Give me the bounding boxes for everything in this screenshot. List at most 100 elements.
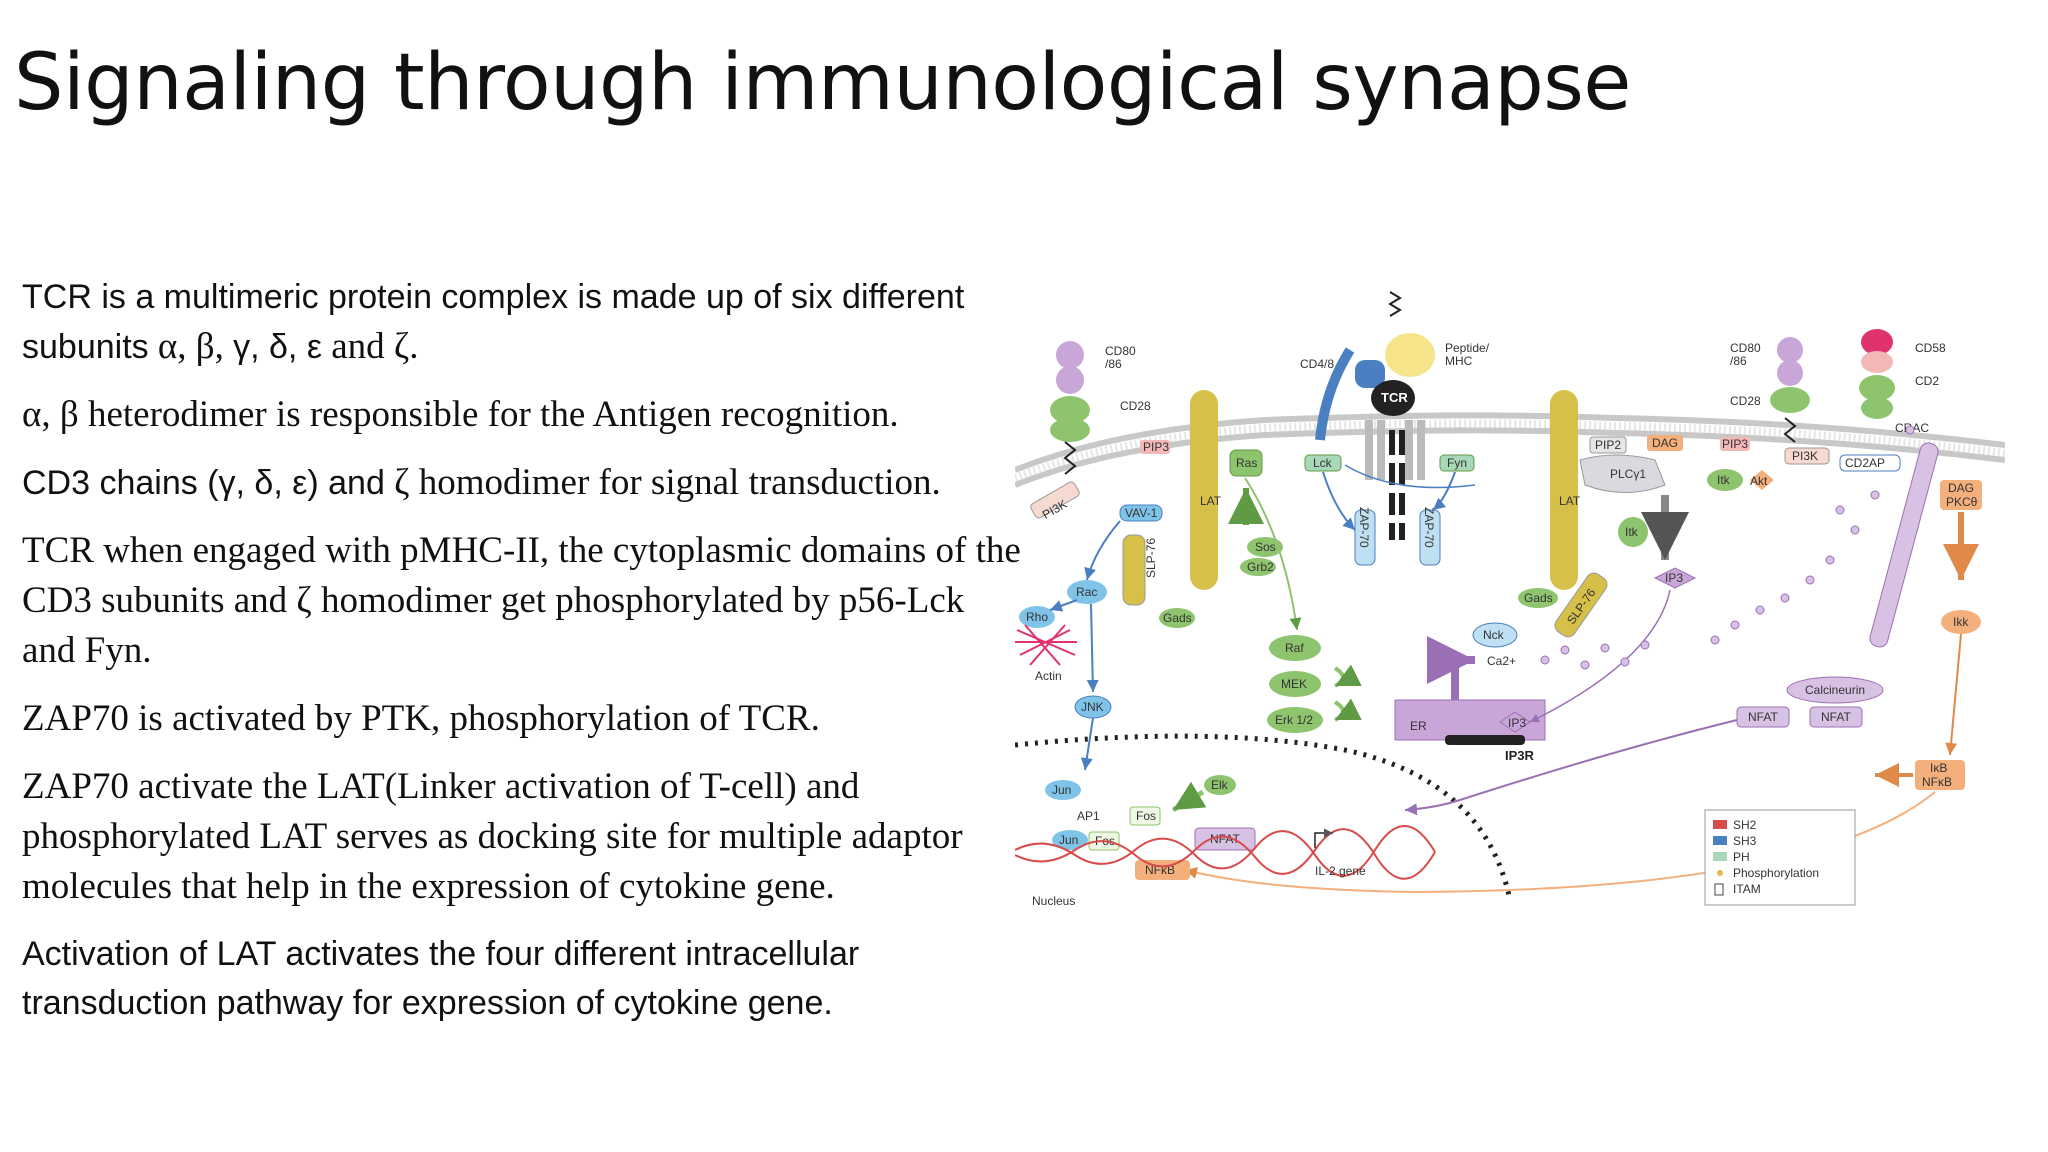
cd86-left-label: /86 (1105, 357, 1122, 371)
lat-right-shape (1550, 390, 1578, 590)
lck-box (1304, 454, 1342, 472)
bullet-tcr-engagement: TCR when engaged with pMHC-II, the cytop… (22, 530, 1021, 671)
nfat-nucleus-box (1194, 827, 1256, 851)
raf-label: Raf (1285, 641, 1304, 655)
sos-label: Sos (1255, 540, 1276, 554)
dag-pkc-box (1940, 480, 1982, 510)
rho-shape (1019, 606, 1055, 628)
gads-left-shape (1159, 608, 1195, 628)
rac-shape (1067, 580, 1107, 604)
zap70-right-label: ZAP-70 (1422, 507, 1436, 548)
elk-label: Elk (1211, 778, 1229, 792)
cd2-label: CD2 (1915, 374, 1939, 388)
pip3-right-label: PIP3 (1722, 437, 1748, 451)
actin-label: Actin (1035, 669, 1062, 683)
ip3-cyto-shape (1653, 567, 1697, 589)
pkc-label: PKCθ (1946, 495, 1978, 509)
slp76-left-shape (1122, 534, 1146, 606)
ikk-label: Ikk (1953, 615, 1969, 629)
itk-center-label: Itk (1625, 525, 1639, 539)
erk-shape (1267, 707, 1323, 733)
legend-itam: ITAM (1733, 882, 1761, 896)
nfkb-cyto-label: NFκB (1922, 775, 1952, 789)
erk-label: Erk 1/2 (1275, 713, 1313, 727)
slp76-left-label: SLP-76 (1144, 538, 1158, 578)
tcr-signaling-diagram: CD80 /86 CD28 PIP3 PI3K LAT VAV-1 SLP-76… (1015, 280, 2005, 920)
pip3-left-box (1140, 440, 1170, 454)
er-label: ER (1410, 719, 1427, 733)
cd2ap-box (1839, 454, 1901, 472)
slp76-right-shape (1554, 572, 1608, 638)
calcineurin-shape (1786, 676, 1884, 704)
cd58-label: CD58 (1915, 341, 1946, 355)
bullet-cd3-chains: CD3 chains (γ, δ, ε) and ζ homodimer for… (22, 458, 1022, 508)
akt-shape (1750, 470, 1774, 490)
gads-left-label: Gads (1163, 611, 1192, 625)
mek-shape (1269, 671, 1321, 697)
dag-membrane-label: DAG (1652, 436, 1678, 450)
nfat-1-label: NFAT (1748, 710, 1778, 724)
il2-gene-label: IL-2 gene (1315, 864, 1366, 878)
cd48-label: CD4/8 (1300, 357, 1334, 371)
cd80-right-label: CD80 (1730, 341, 1761, 355)
calcineurin-label: Calcineurin (1805, 683, 1865, 697)
grb2-label: Grb2 (1247, 560, 1274, 574)
legend-sh2: SH2 (1733, 818, 1757, 832)
cd58-cd2 (1859, 329, 1895, 419)
cell-membrane (1015, 412, 2005, 488)
cd80-cd28-left: CD80 /86 CD28 (1050, 341, 1151, 475)
nfat-2-box (1809, 706, 1863, 728)
ikk-shape (1941, 610, 1981, 634)
calcium-dots (1540, 425, 1915, 670)
bullet-lat-pathways: Activation of LAT activates the four dif… (22, 935, 860, 1022)
slide-title: Signaling through immunological synapse (14, 38, 1631, 128)
jnk-label: JNK (1081, 700, 1104, 714)
pi3k-left-box (1030, 481, 1080, 519)
fos-box (1129, 806, 1161, 826)
ip3r-label: IP3R (1505, 748, 1535, 763)
akt-label: Akt (1750, 474, 1768, 488)
pip2-label: PIP2 (1595, 438, 1621, 452)
pip2-box (1589, 436, 1627, 454)
peptide-mhc-label-1: Peptide/ (1445, 341, 1490, 355)
actin-fibers (1015, 624, 1077, 666)
nfat-nucleus-label: NFAT (1210, 832, 1240, 846)
itk-center-shape (1618, 517, 1648, 547)
ip3-cyto-label: IP3 (1665, 571, 1683, 585)
cd28-right-label: CD28 (1730, 394, 1761, 408)
ikb-nfkb-box (1915, 760, 1965, 790)
bullet-lat-docking: ZAP70 activate the LAT(Linker activation… (22, 766, 963, 907)
diagram-legend: SH2 SH3 PH Phosphorylation ITAM (1704, 809, 1856, 906)
pi3k-right-box (1784, 447, 1830, 465)
ip3r-shape (1445, 735, 1525, 745)
dag-right-label: DAG (1948, 481, 1974, 495)
lat-left-label: LAT (1200, 494, 1222, 508)
cd2ap-label: CD2AP (1845, 456, 1885, 470)
nck-label: Nck (1483, 628, 1505, 642)
peptide-mhc-label-2: MHC (1445, 354, 1473, 368)
ip3-er-label: IP3 (1508, 716, 1526, 730)
sos-shape (1247, 537, 1283, 557)
jun-top-shape (1045, 780, 1081, 800)
zap70-left-label: ZAP-70 (1357, 507, 1371, 548)
legend-phosphorylation: Phosphorylation (1733, 866, 1819, 880)
pip3-right-box (1720, 437, 1750, 451)
cd86-right-label: /86 (1730, 354, 1747, 368)
bullet-tcr-subunits: TCR is a multimeric protein complex is m… (22, 272, 1022, 372)
jun-top-label: Jun (1052, 783, 1071, 797)
ras-box (1229, 449, 1263, 477)
lat-left-shape (1190, 390, 1218, 590)
bullet-cd3-chains-text-2: ζ homodimer for signal transduction. (384, 462, 941, 503)
rac-label: Rac (1076, 585, 1097, 599)
cd80-cd28-right (1770, 337, 1810, 443)
pi3k-right-label: PI3K (1792, 449, 1818, 463)
jun-bottom-shape (1052, 830, 1088, 850)
itk-membrane-shape (1707, 469, 1743, 491)
fos-label: Fos (1136, 809, 1156, 823)
lck-label: Lck (1313, 456, 1333, 470)
raf-shape (1269, 635, 1321, 661)
pip3-left-label: PIP3 (1143, 440, 1169, 454)
lat-right-label: LAT (1559, 494, 1581, 508)
nfkb-nucleus-box (1135, 860, 1190, 880)
jun-bottom-label: Jun (1059, 833, 1078, 847)
